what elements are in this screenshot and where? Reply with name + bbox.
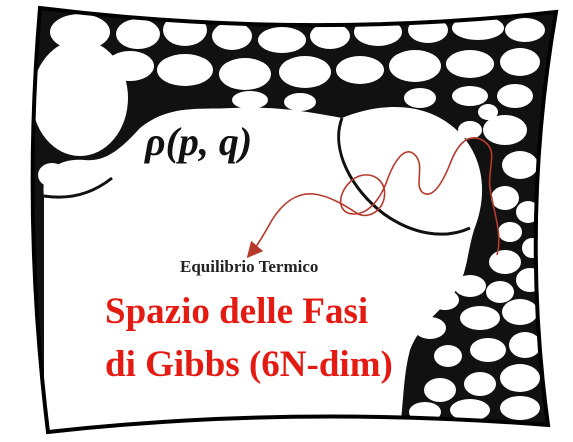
density-label: ρ(p, q) [145,118,252,165]
title-line-1: Spazio delle Fasi [105,290,368,333]
equilibrium-label: Equilibrio Termico [180,257,318,277]
title-line-2: di Gibbs (6N-dim) [105,343,393,386]
